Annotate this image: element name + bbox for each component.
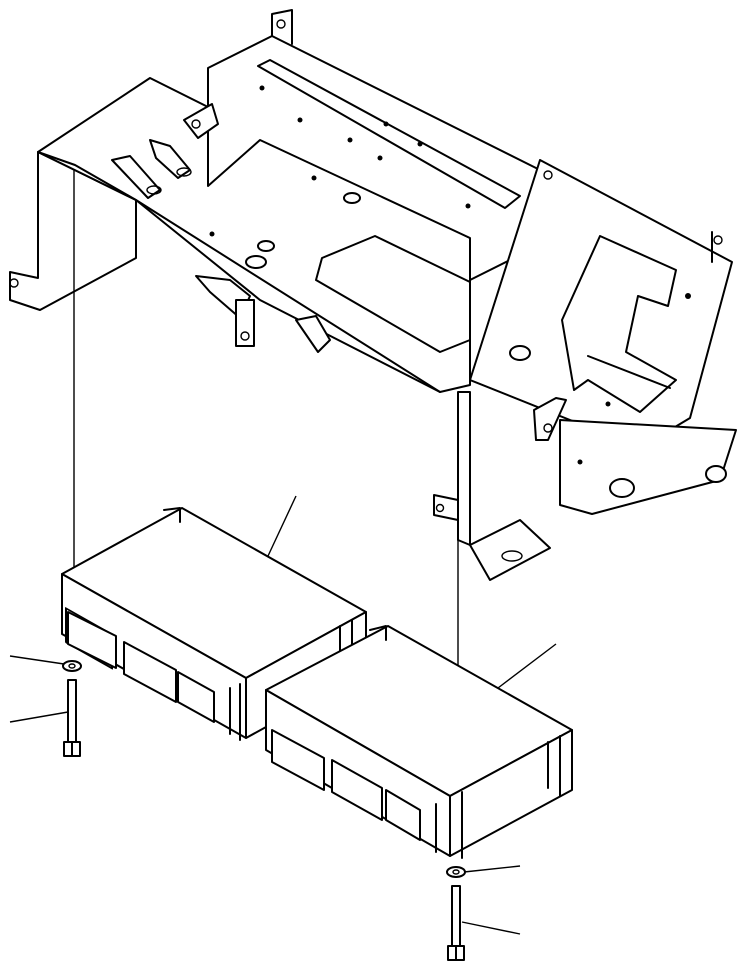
mounting-bracket [9,9,737,581]
callout-leaders [9,495,557,935]
callout-leader-3 [9,655,65,665]
bolt-right [447,885,465,961]
washer-left [62,660,82,672]
controller-unit-lower [265,625,573,859]
callout-leader-4 [9,711,69,723]
washer-right [446,866,466,878]
bolt-left [63,679,81,757]
callout-leader-5 [463,865,521,873]
callout-leader-6 [461,921,521,935]
callout-leader-2 [497,643,557,689]
callout-leader-1 [267,495,297,557]
